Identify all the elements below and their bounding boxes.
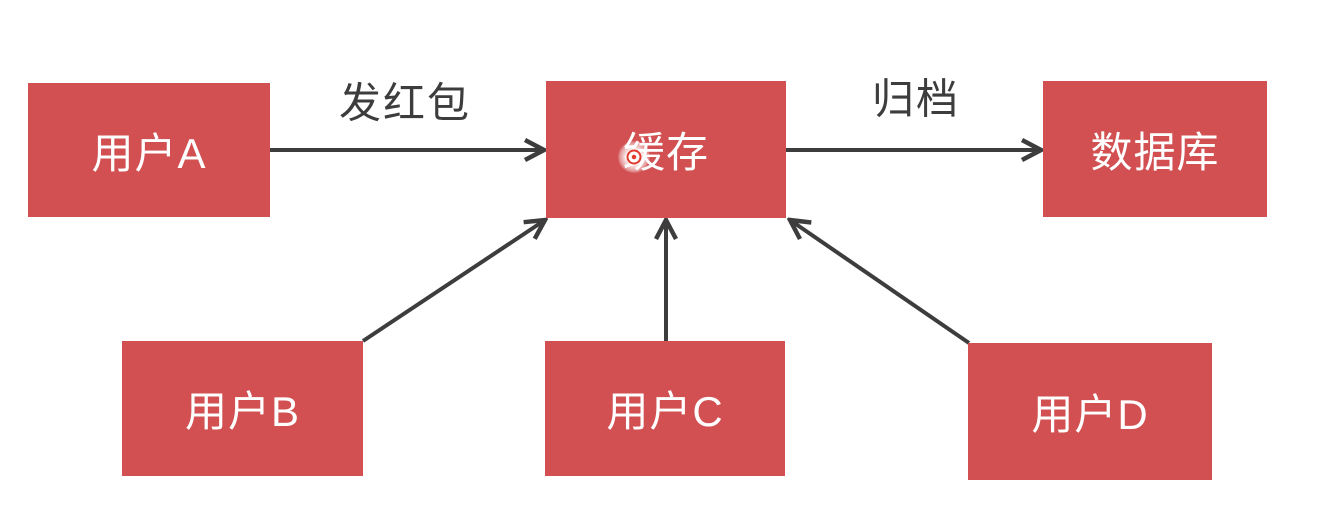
node-database-label: 数据库 <box>1090 128 1220 176</box>
edge-label-send-red-packet: 发红包 <box>338 79 472 127</box>
node-cache: 缓存 <box>546 81 786 218</box>
node-user-d-label: 用户D <box>1031 391 1149 438</box>
node-user-c-label: 用户C <box>606 388 724 435</box>
arrow-user-b-to-cache <box>361 220 545 343</box>
arrow-user-d-to-cache <box>790 220 971 345</box>
node-user-c: 用户C <box>545 341 785 476</box>
edge-label-archive: 归档 <box>871 75 961 123</box>
node-cache-label: 缓存 <box>622 129 709 176</box>
node-user-b-label: 用户B <box>184 388 300 435</box>
node-database: 数据库 <box>1043 81 1267 217</box>
node-user-d: 用户D <box>968 343 1212 480</box>
node-user-b: 用户B <box>122 341 363 476</box>
node-user-a: 用户A <box>28 83 270 217</box>
node-user-a-label: 用户A <box>91 129 207 177</box>
